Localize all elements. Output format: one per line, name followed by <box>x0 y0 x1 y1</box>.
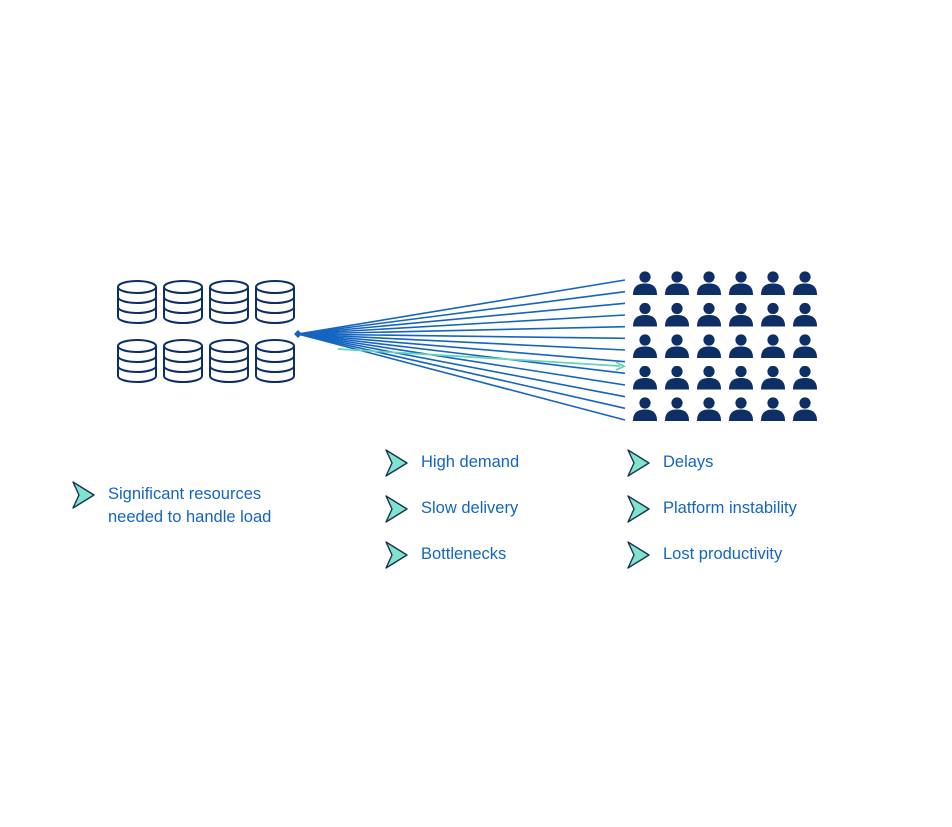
connection-line <box>297 333 626 421</box>
connection-line <box>297 314 626 335</box>
database-icon <box>255 339 295 383</box>
user-icon <box>761 334 785 358</box>
connection-line <box>297 333 626 363</box>
user-icon <box>665 302 689 327</box>
highlight-line <box>337 348 621 367</box>
user-icon <box>761 302 785 327</box>
user-icon <box>665 365 689 390</box>
bullet-lost-productivity-text: Lost productivity <box>663 545 783 563</box>
bullet-slow-delivery: Slow delivery <box>383 494 518 524</box>
bullet-bottlenecks-text: Bottlenecks <box>421 545 507 563</box>
database-icon <box>117 339 157 383</box>
user-icon <box>665 334 689 358</box>
database-icon <box>163 280 203 324</box>
database-icon <box>163 339 203 383</box>
database-icon <box>255 280 295 324</box>
bullet-delays: Delays <box>625 448 713 478</box>
user-icon <box>729 302 753 327</box>
connection-lines <box>294 279 627 421</box>
user-icon <box>761 397 785 421</box>
bullet-platform-instability-text: Platform instability <box>663 499 797 517</box>
chevron-arrow-icon <box>385 541 408 569</box>
chevron-arrow-icon <box>627 449 650 477</box>
user-icon <box>697 334 721 358</box>
database-cluster <box>117 280 295 383</box>
user-icon <box>761 271 785 295</box>
chevron-arrow-icon <box>385 449 408 477</box>
user-icon <box>793 302 817 327</box>
user-icon <box>729 365 753 390</box>
connection-line <box>297 333 626 351</box>
user-icon <box>793 397 817 421</box>
connection-line <box>297 333 626 398</box>
database-icon <box>117 280 157 324</box>
user-icon <box>633 334 657 358</box>
user-icon <box>665 397 689 421</box>
bullet-lost-productivity: Lost productivity <box>625 540 782 570</box>
bullet-bottlenecks: Bottlenecks <box>383 540 506 570</box>
arrowhead-icon <box>615 361 627 371</box>
user-icon <box>793 271 817 295</box>
chevron-arrow-icon <box>627 495 650 523</box>
user-icon <box>697 271 721 295</box>
connection-line <box>297 279 626 335</box>
user-icon <box>633 365 657 390</box>
user-icon <box>793 334 817 358</box>
bullet-slow-delivery-text: Slow delivery <box>421 499 519 517</box>
connection-line <box>297 333 626 410</box>
connection-line <box>297 333 626 375</box>
chevron-arrow-icon <box>627 541 650 569</box>
chevron-arrow-icon <box>385 495 408 523</box>
database-icon <box>209 280 249 324</box>
origin-node <box>294 330 302 338</box>
user-icon <box>761 365 785 390</box>
database-icon <box>209 339 249 383</box>
connection-line <box>297 290 626 335</box>
user-icon <box>665 271 689 295</box>
bullet-resources-text: Significant resources needed to handle l… <box>108 485 272 526</box>
bullet-platform-instability: Platform instability <box>625 494 797 524</box>
user-icon <box>633 397 657 421</box>
connection-line <box>297 333 626 340</box>
user-icon <box>729 271 753 295</box>
user-icon <box>729 397 753 421</box>
user-icon <box>633 302 657 327</box>
bullet-high-demand: High demand <box>383 448 519 478</box>
connection-line <box>297 325 626 335</box>
connection-line <box>297 302 626 335</box>
user-icon <box>697 397 721 421</box>
bullet-delays-text: Delays <box>663 453 714 471</box>
connection-line <box>297 333 626 386</box>
user-icon <box>697 302 721 327</box>
user-crowd <box>633 271 817 421</box>
bullet-resources: Significant resources needed to handle l… <box>70 480 271 529</box>
user-icon <box>793 365 817 390</box>
bullet-high-demand-text: High demand <box>421 453 520 471</box>
user-icon <box>729 334 753 358</box>
user-icon <box>697 365 721 390</box>
chevron-arrow-icon <box>72 481 95 509</box>
user-icon <box>633 271 657 295</box>
